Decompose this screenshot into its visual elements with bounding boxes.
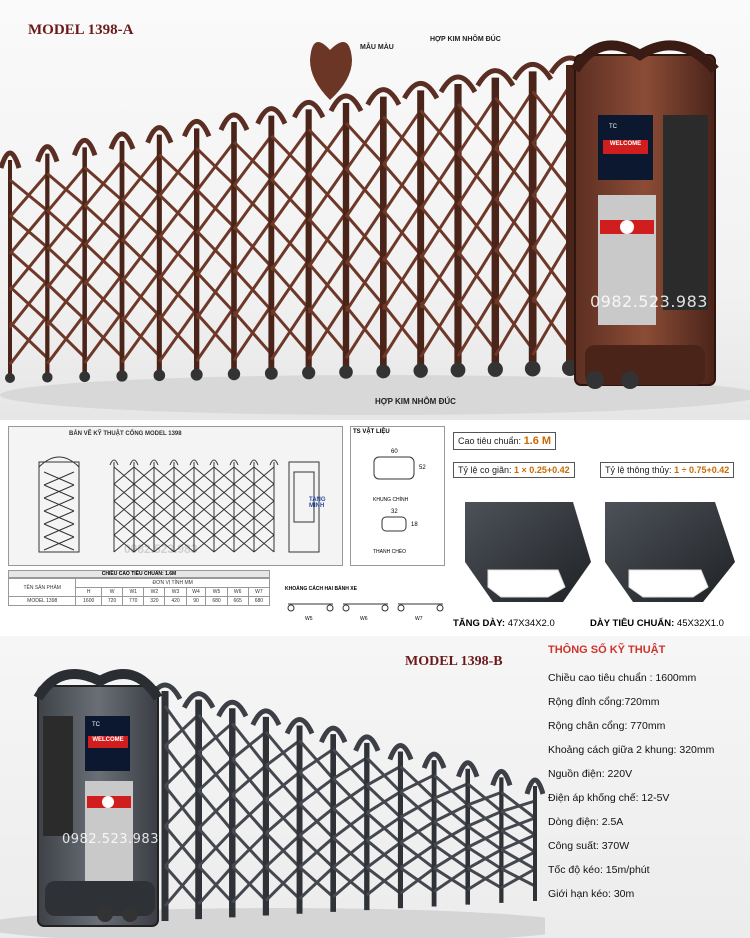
table-col-unit: ĐƠN VỊ TÍNH MM <box>75 578 270 588</box>
drawing-title: BẢN VẼ KỸ THUẬT CỔNG MODEL 1398 <box>69 431 182 437</box>
table-header-cell: W4 <box>185 587 207 597</box>
table-header-cell: W6 <box>226 587 249 597</box>
spec-item: Điện áp khống chế: 12-5V <box>548 792 670 804</box>
table-cell: 1600 <box>75 596 102 606</box>
profile-images <box>465 502 735 602</box>
material-sketch <box>373 456 415 532</box>
table-cell: 320 <box>143 596 166 606</box>
material-dim-small: 32 <box>391 509 398 515</box>
spec-item: Rộng chân cổng: 770mm <box>548 720 666 732</box>
phone-watermark-a: 0982.523.983 <box>590 292 708 311</box>
material-box: TS VẬT LIỆU 60 52 KHUNG CHÍNH 32 18 THAN… <box>350 426 445 566</box>
panel-sign-b: WELCOME <box>92 737 124 743</box>
alloy-label-top: HỢP KIM NHÔM ĐÚC <box>430 36 501 43</box>
table-header-cell: W7 <box>247 587 271 597</box>
table-cell: 665 <box>226 596 249 606</box>
table-cell: 420 <box>164 596 187 606</box>
table-header-cell: W5 <box>205 587 228 597</box>
ratio-label: Tỷ lệ co giãn: <box>458 465 512 475</box>
model-a-title: MODEL 1398-A <box>28 22 134 38</box>
table-header-cell: W3 <box>164 587 187 597</box>
gate-a-illustration <box>0 40 750 415</box>
vent-label: Tỷ lệ thông thủy: <box>605 465 672 475</box>
logo-a: TC <box>609 124 617 130</box>
material-main-label: KHUNG CHÍNH <box>373 497 409 503</box>
drawing-box: BẢN VẼ KỸ THUẬT CỔNG MODEL 1398 0982.523… <box>8 426 343 566</box>
spec-item: Chiều cao tiêu chuẩn : 1600mm <box>548 672 697 684</box>
wheel-title: KHOẢNG CÁCH HAI BÁNH XE <box>285 586 357 592</box>
table-title: CHIỀU CAO TIÊU CHUẨN: 1.6M <box>8 570 270 578</box>
table-cell: 680 <box>247 596 271 606</box>
spec-item: Công suất: 370W <box>548 840 630 852</box>
height-label: Cao tiêu chuẩn: <box>458 436 522 446</box>
phone-watermark-b: 0982.523.983 <box>62 832 159 847</box>
spec-item: Dòng điện: 2.5A <box>548 816 624 828</box>
spec-item: Tốc độ kéo: 15m/phút <box>548 864 650 876</box>
table-cell: 90 <box>185 596 207 606</box>
wheel-sketch <box>287 603 444 612</box>
panel-sign-a: WELCOME <box>609 141 642 147</box>
table-cell: 720 <box>100 596 124 606</box>
spec-item: Rộng đỉnh cổng:720mm <box>548 696 660 708</box>
gate-a-photo-section: MODEL 1398-A MẪU MÀU HỢP KIM NHÔM ĐÚC HỢ… <box>0 0 750 420</box>
height-value: 1.6 M <box>523 435 552 447</box>
table-col-name: TÊN SẢN PHẨM <box>7 578 77 597</box>
technical-drawing-section: BẢN VẼ KỸ THUẬT CỔNG MODEL 1398 0982.523… <box>0 420 750 635</box>
material-dim-top: 60 <box>391 449 398 455</box>
wheel-label-w7: W7 <box>415 616 423 622</box>
table-cell: MODEL 1398 <box>7 596 77 606</box>
thick-label: TĂNG DÀY: <box>453 618 506 629</box>
spec-title: THÔNG SỐ KỸ THUẬT <box>548 644 666 656</box>
table-header-cell: W1 <box>122 587 145 597</box>
thick-spec: TĂNG DÀY: 47X34X2.0 <box>453 618 555 629</box>
material-dim-small-side: 18 <box>411 522 418 528</box>
model-b-title: MODEL 1398-B <box>405 654 503 669</box>
vent-value: 1 ÷ 0.75+0.42 <box>674 465 730 475</box>
logo-b: TC <box>92 722 100 728</box>
wheel-label-w5: W5 <box>305 616 313 622</box>
material-cross-label: THANH CHÉO <box>373 549 407 555</box>
dimension-table: CHIỀU CAO TIÊU CHUẨN: 1.6M TÊN SẢN PHẨM … <box>7 570 271 606</box>
table-header-cell: W2 <box>143 587 166 597</box>
std-label: DÀY TIÊU CHUẨN: <box>590 618 675 629</box>
drawing-watermark-brand: TANG MINH <box>309 497 326 509</box>
material-title: TS VẬT LIỆU <box>353 429 390 435</box>
wheel-label-w6: W6 <box>360 616 368 622</box>
thick-value: 47X34X2.0 <box>507 618 555 629</box>
ratio-value: 1 × 0.25+0.42 <box>514 465 570 475</box>
gate-b-section: MODEL 1398-B WELCOME TC 0982.523.983 THÔ… <box>0 636 750 938</box>
drawing-sketch <box>38 456 320 553</box>
std-spec: DÀY TIÊU CHUẨN: 45X32X1.0 <box>590 618 724 629</box>
ratio-spec: Tỷ lệ co giãn: 1 × 0.25+0.42 <box>453 462 575 478</box>
table-header-cell: H <box>75 587 102 597</box>
table-cell: 680 <box>205 596 228 606</box>
alloy-label-bottom: HỢP KIM NHÔM ĐÚC <box>375 397 456 406</box>
drawing-watermark-phone: 0982.523.983 <box>124 542 198 556</box>
table-cell: 770 <box>122 596 145 606</box>
spec-item: Nguồn điện: 220V <box>548 768 633 780</box>
color-sample-label: MẪU MÀU <box>360 44 394 51</box>
height-spec: Cao tiêu chuẩn: 1.6 M <box>453 432 557 450</box>
spec-item: Giới hạn kéo: 30m <box>548 888 635 900</box>
material-dim-side: 52 <box>419 465 426 471</box>
spec-item: Khoảng cách giữa 2 khung: 320mm <box>548 744 715 756</box>
table-header-cell: W <box>100 587 124 597</box>
spec-list: THÔNG SỐ KỸ THUẬT Chiều cao tiêu chuẩn :… <box>548 644 748 906</box>
std-value: 45X32X1.0 <box>676 618 724 629</box>
vent-spec: Tỷ lệ thông thủy: 1 ÷ 0.75+0.42 <box>600 462 735 478</box>
gate-b-illustration <box>0 669 580 938</box>
